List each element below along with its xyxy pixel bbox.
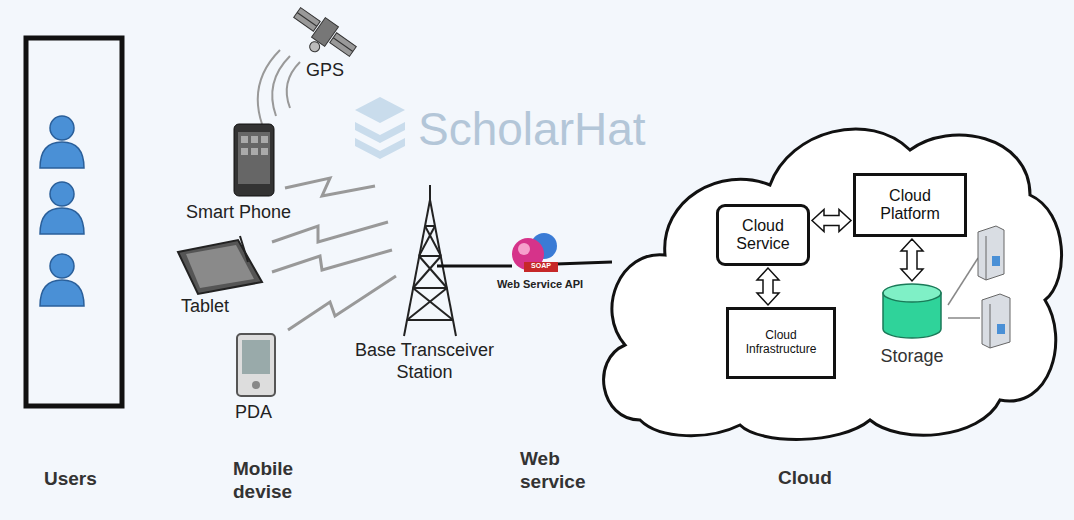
column-label: Web service	[520, 448, 610, 494]
watermark: ScholarHat	[418, 102, 738, 157]
web-service-icon	[512, 233, 558, 272]
storage-cylinder: Storage	[868, 283, 956, 367]
device-label: Smart Phone	[186, 202, 326, 224]
node-text: Cloud Infrastructure	[735, 329, 827, 357]
infrastructure-box: Cloud Infrastructure	[726, 307, 836, 379]
double-arrow	[757, 268, 779, 305]
tablet	[178, 236, 262, 294]
node-text: Cloud Service	[725, 217, 801, 254]
column-label: Mobile devise	[233, 458, 323, 504]
server-icons	[948, 226, 1010, 348]
column-label: Cloud	[778, 467, 858, 490]
device-label: GPS	[306, 60, 366, 82]
watermark-logo	[355, 97, 405, 159]
device-label: Tablet	[181, 296, 261, 318]
soap-tag: SOAP	[524, 262, 558, 270]
smart-phone	[234, 124, 274, 196]
column-label: Users	[44, 468, 124, 491]
double-arrow	[812, 210, 851, 232]
users-box	[26, 38, 122, 406]
cloud-outline	[604, 129, 1062, 439]
base-station-tower	[404, 185, 456, 336]
gps-waves	[258, 50, 300, 124]
service-box: Cloud Service	[716, 204, 810, 266]
station-label: Base Transceiver Station	[332, 340, 517, 383]
pda	[237, 334, 275, 396]
user-icons	[40, 116, 84, 306]
platform-box: Cloud Platform	[853, 173, 967, 237]
device-label: PDA	[235, 402, 295, 424]
cylinder-shape	[881, 283, 943, 341]
api-label: Web Service API	[490, 278, 590, 291]
node-text: Storage	[880, 346, 943, 367]
radio-links	[272, 178, 396, 330]
double-arrow	[901, 239, 923, 281]
node-text: Cloud Platform	[862, 187, 958, 224]
